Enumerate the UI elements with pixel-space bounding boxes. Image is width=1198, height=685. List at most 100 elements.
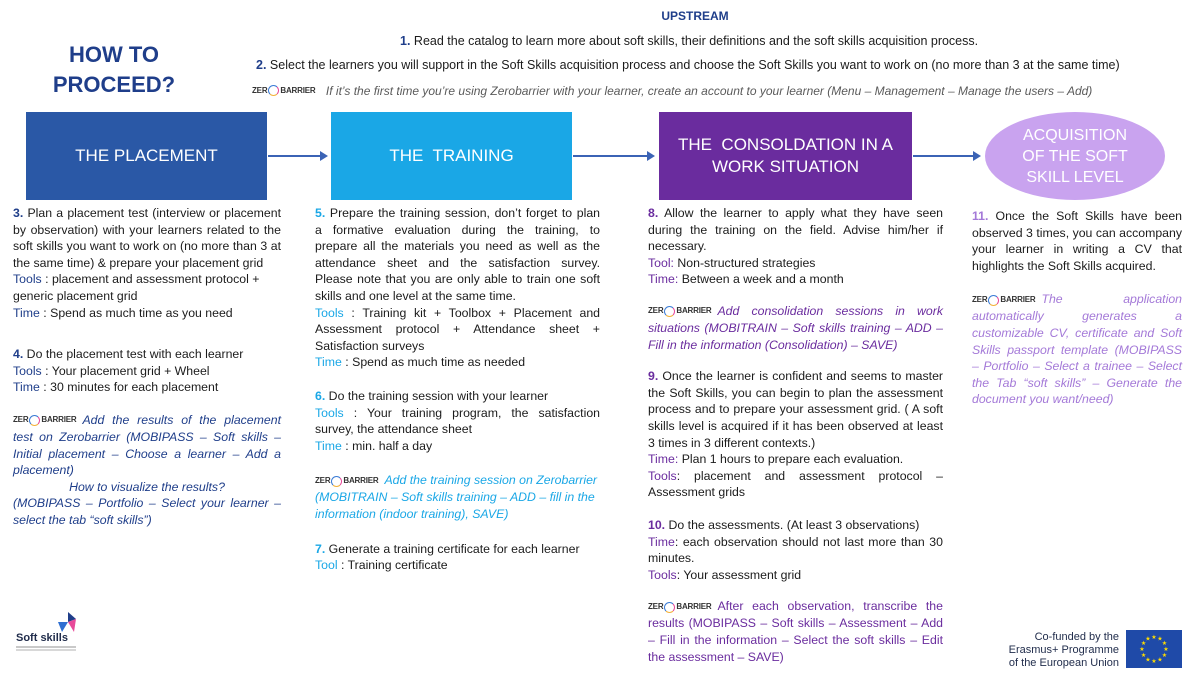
soft-skills-logo-subline [16, 646, 76, 648]
zerobarrier-logo-left: ZER [972, 294, 988, 304]
zerobarrier-training-text: Add the training session on Zerobarrier … [315, 473, 598, 521]
zerobarrier-logo-right: BARRIER [343, 475, 379, 485]
arrow-right-icon [573, 151, 655, 161]
step-10-time-text: : each observation should not last more … [648, 534, 943, 566]
step-4-time-text: : 30 minutes for each placement [39, 380, 219, 395]
page-title: HOW TO PROCEED? [24, 40, 204, 100]
step-9-text: Once the learner is confident and seems … [648, 369, 943, 450]
step-5: 5. Prepare the training session, don’t f… [315, 205, 600, 305]
time-label: Time [315, 438, 342, 453]
stage-consolidation-line1: THE CONSOLDATION IN A [677, 135, 894, 154]
step-10-tools: Tools: Your assessment grid [648, 567, 943, 584]
eu-line-2: Erasmus+ Programme [1008, 644, 1119, 656]
arrow-right-icon [268, 151, 328, 161]
zerobarrier-ring-icon [29, 415, 41, 427]
step-8-time-text: Between a week and a month [678, 272, 844, 287]
svg-text:★: ★ [1162, 640, 1167, 647]
zerobarrier-ring-icon [268, 85, 280, 97]
tool-label: Tool: [648, 255, 674, 270]
svg-text:★: ★ [1145, 656, 1150, 663]
step-4-number: 4. [13, 347, 24, 362]
time-label: Time [648, 534, 675, 549]
stage-training-box: THE TRAINING [331, 112, 572, 200]
stage-training-label: THE TRAINING [389, 146, 514, 165]
step-8-number: 8. [648, 206, 659, 220]
zerobarrier-assessment-text: After each observation, transcribe the r… [648, 599, 943, 664]
zerobarrier-placement-text: Add the results of the placement test on… [13, 412, 281, 478]
step-3-text: Plan a placement test (interview or plac… [13, 206, 281, 270]
step-1-text: Read the catalog to learn more about sof… [413, 34, 979, 48]
stage-placement-label: THE PLACEMENT [75, 146, 218, 165]
tools-label: Tools [315, 405, 344, 420]
zerobarrier-logo-right: BARRIER [676, 601, 712, 611]
step-10: 10. Do the assessments. (At least 3 obse… [648, 517, 943, 534]
step-6-time: Time : min. half a day [315, 438, 600, 455]
svg-text:★: ★ [1139, 646, 1144, 653]
zerobarrier-ring-icon [664, 306, 676, 318]
step-10-tools-text: : Your assessment grid [676, 567, 802, 582]
step-3-time: Time : Spend as much time as you need [13, 305, 281, 322]
arrow-right-icon [913, 151, 981, 161]
placement-column: 3. Plan a placement test (interview or p… [13, 205, 281, 529]
visualize-heading: How to visualize the results? [69, 479, 225, 494]
zerobarrier-logo-right: BARRIER [280, 86, 316, 96]
zerobarrier-logo-right: BARRIER [676, 306, 712, 316]
step-6-number: 6. [315, 388, 326, 403]
step-10-text: Do the assessments. (At least 3 observat… [665, 517, 920, 532]
zerobarrier-cv-text: The application automatically generates … [972, 292, 1182, 407]
svg-text:★: ★ [1141, 652, 1146, 659]
tools-label: Tools [13, 363, 42, 378]
step-7-number: 7. [315, 541, 326, 556]
zerobarrier-logo-left: ZER [315, 475, 331, 485]
time-label: Time: [648, 452, 679, 467]
tools-label: Tools [315, 305, 344, 320]
zerobarrier-logo-left: ZER [648, 601, 664, 611]
step-9-number: 9. [648, 369, 659, 384]
soft-skills-logo-icon [58, 612, 76, 632]
step-4-tools-text: : Your placement grid + Wheel [41, 363, 210, 378]
zerobarrier-ring-icon [664, 601, 676, 613]
step-2-number: 2. [256, 58, 267, 72]
stage-acquisition-line1: ACQUISITION [1022, 126, 1127, 144]
eu-line-1: Co-funded by the [1034, 631, 1119, 643]
step-4-text: Do the placement test with each learner [23, 347, 244, 362]
step-6-time-text: : min. half a day [341, 438, 433, 453]
tools-label: Tools [648, 567, 677, 582]
zerobarrier-logo-left: ZER [13, 415, 29, 425]
step-4-tools: Tools : Your placement grid + Wheel [13, 363, 281, 380]
step-3-number: 3. [13, 206, 24, 220]
step-11-number: 11. [972, 209, 989, 223]
step-3-time-text: : Spend as much time as you need [39, 305, 233, 320]
svg-text:★: ★ [1162, 652, 1167, 659]
step-5-tools-text: : Training kit + Toolbox + Placement and… [315, 305, 600, 353]
svg-text:★: ★ [1157, 636, 1162, 643]
step-11: 11. Once the Soft Skills have been obser… [972, 208, 1182, 274]
zerobarrier-logo-left: ZER [648, 306, 664, 316]
acquisition-column: 11. Once the Soft Skills have been obser… [972, 208, 1182, 408]
upstream-heading: UPSTREAM [661, 9, 729, 23]
step-8-text: Allow the learner to apply what they hav… [648, 206, 943, 254]
step-4-time: Time : 30 minutes for each placement [13, 379, 281, 396]
zerobarrier-logo: ZER BARRIER [648, 599, 712, 616]
step-6-tools: Tools : Your training program, the satis… [315, 405, 600, 438]
tools-label: Tools [648, 468, 677, 483]
svg-text:★: ★ [1163, 646, 1168, 653]
visualize-path: (MOBIPASS – Portfolio – Select your lear… [13, 496, 281, 527]
step-4: 4. Do the placement test with each learn… [13, 346, 281, 363]
eu-cofunded-text: Co-funded by the Erasmus+ Programme of t… [997, 631, 1119, 670]
step-2: 2. Select the learners you will support … [256, 58, 1196, 72]
step-9-tools: Tools: placement and assessment protocol… [648, 468, 943, 501]
time-label: Time [13, 380, 40, 395]
step-7-tool: Tool : Training certificate [315, 557, 600, 574]
zerobarrier-logo: ZER BARRIER [315, 473, 379, 490]
step-2-text: Select the learners you will support in … [269, 58, 1120, 72]
step-6-text: Do the training session with your learne… [325, 388, 549, 403]
step-5-text: Prepare the training session, don’t forg… [315, 206, 600, 303]
svg-text:★: ★ [1151, 658, 1156, 665]
stage-acquisition-line2: OF THE SOFT [1022, 147, 1128, 165]
soft-skills-logo-text: Soft skills [16, 632, 68, 644]
step-8-time: Time: Between a week and a month [648, 271, 943, 288]
step-9: 9. Once the learner is confident and see… [648, 368, 943, 451]
